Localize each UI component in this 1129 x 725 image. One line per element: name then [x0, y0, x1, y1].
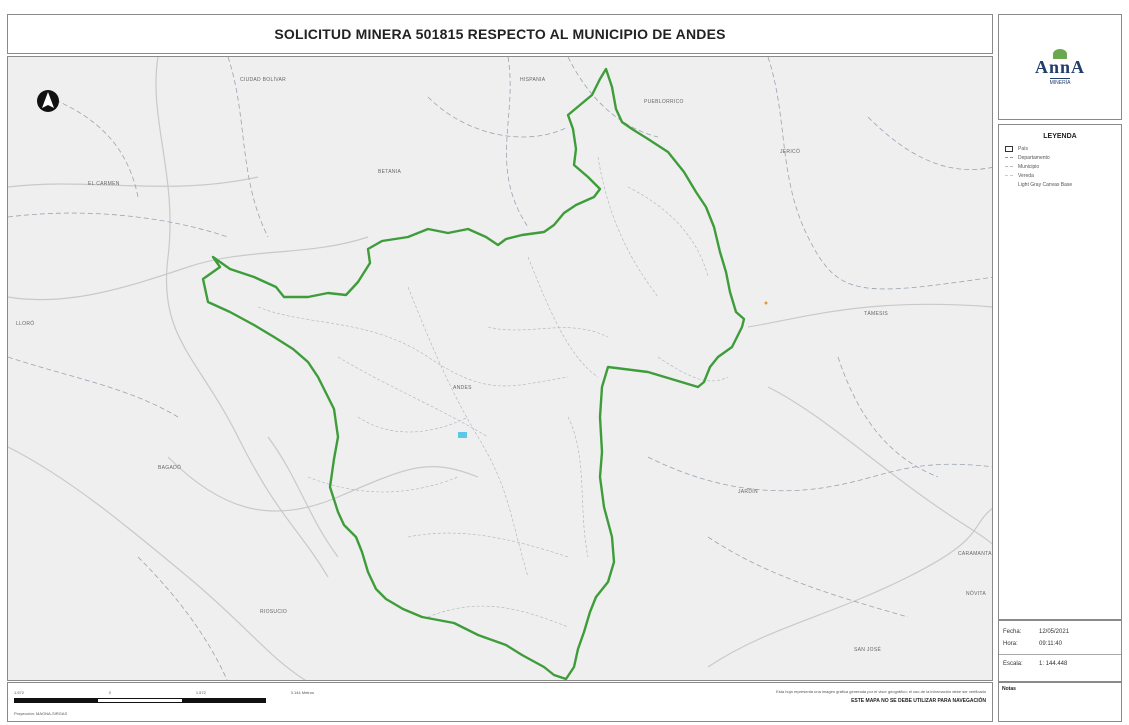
map-label: SAN JOSÉ	[854, 646, 881, 653]
legend-swatch	[1005, 145, 1013, 152]
legend-item: Municipio	[1005, 162, 1121, 171]
map-label: BETANIA	[378, 169, 401, 175]
map-label: NÓVITA	[966, 590, 986, 597]
logo-text: AnnA	[1034, 56, 1086, 77]
logo-box: AnnA MINERÍA	[998, 14, 1122, 120]
scale-tick-labels: 1.572 0 1.572 3.144 Metros	[14, 690, 314, 695]
scale-tick: 0	[108, 690, 112, 695]
date-row: Fecha: 12/05/2021	[1003, 626, 1121, 638]
logo-subtext: MINERÍA	[1049, 77, 1071, 86]
footer-panel: 1.572 0 1.572 3.144 Metros Proyección: M…	[7, 682, 993, 722]
legend-label: Departamento	[1018, 154, 1050, 161]
map-title: SOLICITUD MINERA 501815 RESPECTO AL MUNI…	[274, 26, 726, 42]
legend-label: Light Gray Canvas Base	[1018, 181, 1073, 188]
scale-bar-graphic	[14, 698, 266, 703]
map-label: JARDÍN	[738, 488, 758, 495]
legend-label: Municipio	[1018, 163, 1040, 170]
urban-area-marker	[458, 432, 467, 438]
notes-panel: Notas	[998, 682, 1122, 722]
legend-item: Light Gray Canvas Base	[1005, 180, 1121, 189]
map-label: JERICÓ	[780, 148, 800, 155]
date-label: Fecha:	[1003, 629, 1022, 635]
scale-tick: 1.572	[195, 690, 206, 695]
map-view[interactable]: CIUDAD BOLÍVAR HISPANIA PUEBLORRICO JERI…	[7, 56, 993, 681]
map-label: LLORÓ	[16, 320, 34, 327]
map-label: CIUDAD BOLÍVAR	[240, 76, 286, 83]
map-label: RIOSUCIO	[260, 609, 287, 615]
legend-item: País	[1005, 144, 1121, 153]
map-label: BAGADÓ	[158, 464, 181, 471]
legend-item: Departamento	[1005, 153, 1121, 162]
logo-icon	[1053, 48, 1067, 59]
scale-tick: 3.144 Metros	[290, 690, 314, 695]
time-row: Hora: 09:11:40	[1003, 638, 1121, 650]
map-title-box: SOLICITUD MINERA 501815 RESPECTO AL MUNI…	[7, 14, 993, 54]
legend-swatch	[1005, 166, 1013, 167]
legend-swatch	[1005, 157, 1013, 158]
metadata-panel: Fecha: 12/05/2021 Hora: 09:11:40 Escala:…	[998, 620, 1122, 682]
andes-boundary[interactable]	[201, 67, 746, 680]
divider	[999, 654, 1121, 655]
scale-label: Escala:	[1003, 661, 1023, 667]
legend-swatch	[1005, 182, 1013, 188]
map-canvas[interactable]: CIUDAD BOLÍVAR HISPANIA PUEBLORRICO JERI…	[8, 57, 993, 681]
legend-swatch	[1005, 175, 1013, 176]
disclaimer-block: Esta hoja representa una imagen gráfica …	[766, 689, 986, 704]
legend-title: LEYENDA	[1043, 133, 1077, 140]
north-arrow-icon	[37, 90, 59, 112]
legend-label: Vereda	[1018, 172, 1034, 179]
map-label: EL CARMEN	[88, 181, 120, 187]
projection-text: Proyección: MAGNA-SIRGAS	[14, 711, 68, 716]
scale-value: 1: 144.448	[1039, 661, 1068, 667]
legend-item: Vereda	[1005, 171, 1121, 180]
disclaimer-fine-print: Esta hoja representa una imagen gráfica …	[776, 689, 986, 694]
notes-label: Notas	[1002, 686, 1016, 692]
disclaimer-text: ESTE MAPA NO SE DEBE UTILIZAR PARA NAVEG…	[851, 698, 986, 704]
scale-tick: 1.572	[14, 690, 25, 695]
date-value: 12/05/2021	[1039, 629, 1070, 635]
time-label: Hora:	[1003, 641, 1018, 647]
location-marker	[764, 301, 768, 305]
map-label: ANDES	[453, 385, 472, 391]
map-label: CARAMANTA	[958, 551, 992, 557]
time-value: 09:11:40	[1039, 641, 1062, 647]
legend-label: País	[1018, 145, 1029, 152]
scale-row: Escala: 1: 144.448	[1003, 658, 1121, 670]
scale-bar: 1.572 0 1.572 3.144 Metros	[14, 690, 314, 703]
map-label: PUEBLORRICO	[644, 99, 684, 105]
map-label: TÁMESIS	[864, 310, 888, 317]
map-label: HISPANIA	[520, 77, 546, 83]
